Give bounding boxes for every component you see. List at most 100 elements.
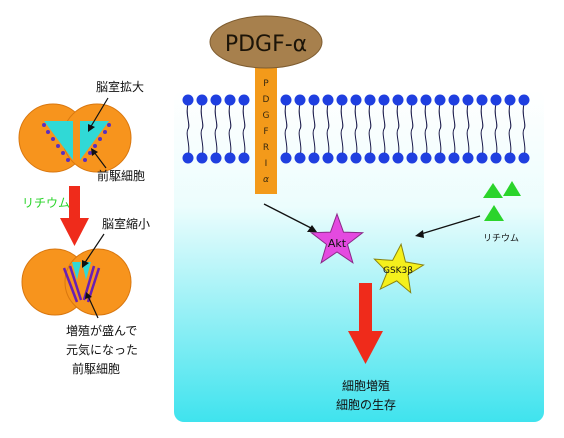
- svg-text:I: I: [265, 159, 268, 169]
- arrow-head: [307, 225, 317, 232]
- label-ventricle-reduced: 脳室縮小: [102, 216, 150, 231]
- lipid-head: [434, 94, 446, 106]
- lipid-head: [490, 152, 502, 164]
- lipid-head: [392, 152, 404, 164]
- lipid-head: [336, 94, 348, 106]
- lipid-head: [448, 94, 460, 106]
- lipid-head: [238, 152, 250, 164]
- lipid-head: [210, 152, 222, 164]
- lipid-head: [308, 152, 320, 164]
- lipid-head: [420, 152, 432, 164]
- pointer-ventricle-reduced: [83, 233, 105, 265]
- label-precursor-cells: 前駆細胞: [97, 168, 145, 183]
- lipid-tail: [452, 103, 456, 157]
- precursor-dots: [42, 123, 111, 162]
- ventricle-right: [80, 121, 109, 160]
- lipid-tail: [214, 103, 218, 157]
- lipid-head: [406, 94, 418, 106]
- svg-text:F: F: [263, 127, 268, 137]
- label-active-precursor-2: 元気になった: [66, 342, 138, 357]
- lipid-head: [462, 152, 474, 164]
- lipid-head: [476, 152, 488, 164]
- lipid-tail: [326, 103, 330, 157]
- lipid-head: [308, 94, 320, 106]
- red-arrow-left: [60, 186, 89, 246]
- lipid-tail: [200, 103, 204, 157]
- label-akt: Akt: [328, 237, 347, 250]
- label-lithium-left: リチウム: [22, 196, 70, 210]
- svg-text:R: R: [263, 143, 269, 153]
- lipid-head: [280, 94, 292, 106]
- lipid-tail: [354, 103, 358, 157]
- pointer-head: [88, 124, 95, 132]
- lipid-tail: [410, 103, 414, 157]
- arrow-head: [415, 230, 424, 238]
- lipid-tail: [424, 103, 428, 157]
- lipid-tail: [494, 103, 498, 157]
- lipid-head: [280, 152, 292, 164]
- lipid-head: [490, 94, 502, 106]
- lipid-head: [434, 152, 446, 164]
- lipid-tail: [242, 103, 246, 157]
- lipid-head: [504, 94, 516, 106]
- arrow-receptor-akt: [263, 203, 312, 229]
- lipid-tail: [396, 103, 400, 157]
- lithium-triangles: [483, 181, 521, 221]
- lipid-head: [518, 94, 530, 106]
- lipid-head: [406, 152, 418, 164]
- pdgf-receptor: [255, 60, 277, 194]
- ventricle-right-small: [82, 262, 91, 280]
- svg-text:α: α: [263, 175, 269, 185]
- red-arrow-right: [348, 283, 383, 364]
- lipid-head: [224, 94, 236, 106]
- lipid-tail: [466, 103, 470, 157]
- pointer-head: [91, 148, 98, 156]
- lipid-head: [322, 152, 334, 164]
- lipid-head: [182, 94, 194, 106]
- lipid-tail: [298, 103, 302, 157]
- label-ventricle-enlarged: 脳室拡大: [96, 79, 144, 94]
- lipid-head: [322, 94, 334, 106]
- lipid-tail: [340, 103, 344, 157]
- lipid-head: [224, 152, 236, 164]
- lipid-tail: [382, 103, 386, 157]
- svg-text:D: D: [263, 95, 270, 105]
- receptor-label: P D G F R I α: [263, 79, 270, 185]
- lipid-head: [196, 152, 208, 164]
- brain-enlarged: [18, 103, 132, 173]
- label-gsk3b: GSK3β: [383, 266, 413, 276]
- lipid-tail: [284, 103, 288, 157]
- lipid-head: [210, 94, 222, 106]
- pointer-ventricle-enlarged: [89, 97, 109, 129]
- label-active-precursor-1: 増殖が盛んで: [66, 323, 137, 338]
- pdgf-ligand: [209, 15, 323, 69]
- pointer-head: [82, 260, 89, 268]
- lipid-head: [462, 94, 474, 106]
- lipid-head: [238, 94, 250, 106]
- lipid-head: [196, 94, 208, 106]
- label-cell-proliferation: 細胞増殖: [342, 378, 390, 393]
- lipid-tail: [368, 103, 372, 157]
- lipid-head: [350, 94, 362, 106]
- lipid-head: [364, 152, 376, 164]
- arrow-lithium-gsk3b: [420, 215, 481, 235]
- pointer-head: [85, 292, 92, 299]
- lipid-head: [392, 94, 404, 106]
- lipid-head: [420, 94, 432, 106]
- lipid-tail: [228, 103, 232, 157]
- ventricle-left-small: [72, 262, 81, 280]
- label-lithium-right: リチウム: [483, 233, 519, 244]
- lipid-head: [350, 152, 362, 164]
- lipid-head: [448, 152, 460, 164]
- lipid-tail: [480, 103, 484, 157]
- lipid-head: [294, 94, 306, 106]
- akt-star: [309, 212, 365, 264]
- brain-reduced: [21, 248, 132, 316]
- lipid-head: [378, 94, 390, 106]
- lipid-head: [182, 152, 194, 164]
- ventricle-left: [44, 121, 73, 160]
- lipid-tail: [438, 103, 442, 157]
- lipid-head: [336, 152, 348, 164]
- pointer-precursor: [93, 151, 107, 169]
